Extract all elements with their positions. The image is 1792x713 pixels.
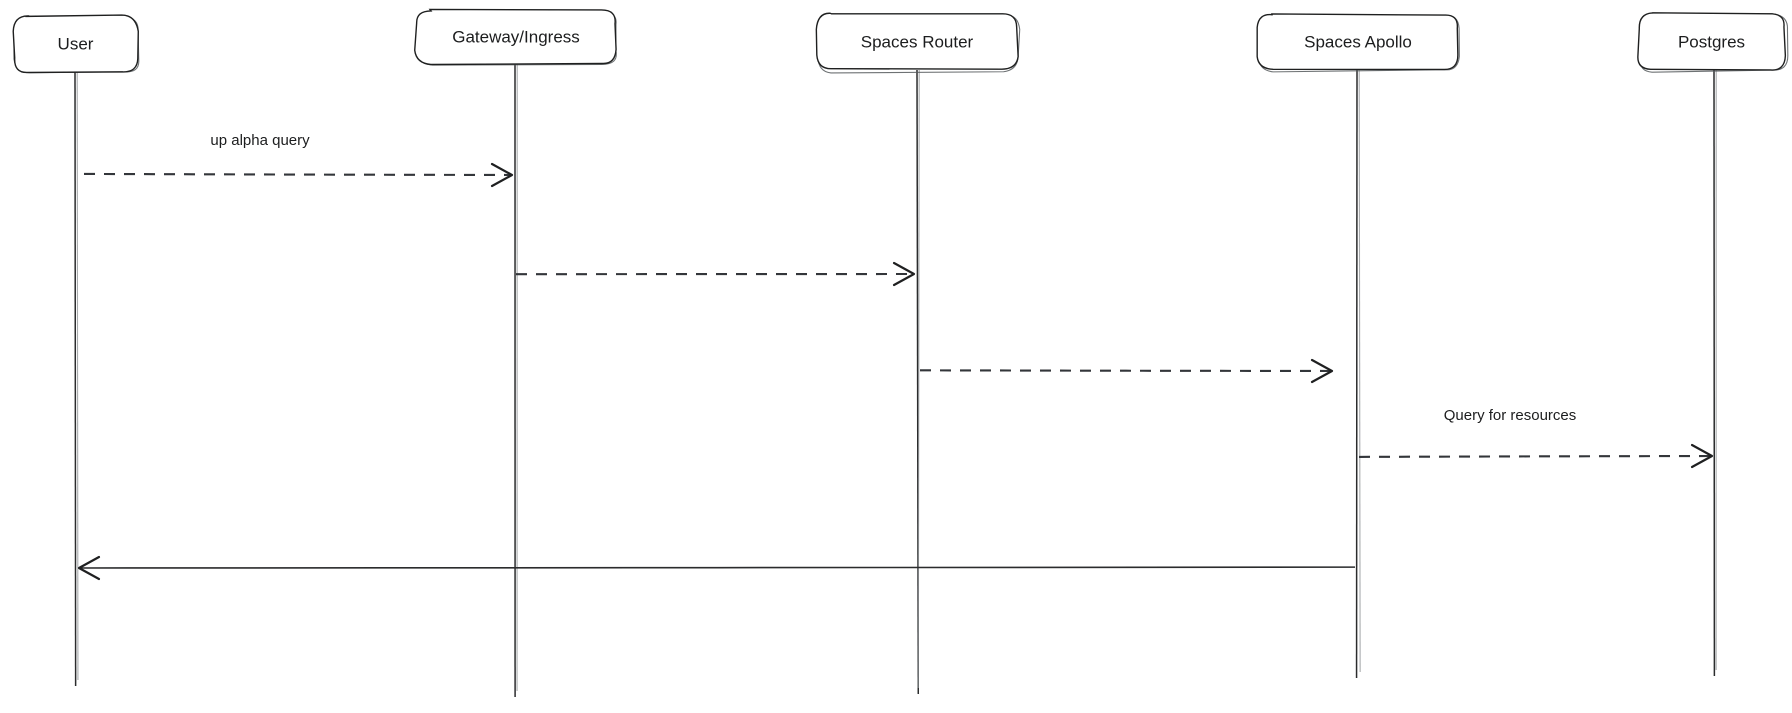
participant-label-apollo: Spaces Apollo <box>1304 32 1412 51</box>
participant-box-user[interactable]: User <box>12 14 140 74</box>
actors-layer: User Gateway/Ingress Spaces Router Spaces A… <box>12 8 1789 74</box>
lifeline-gateway <box>514 63 518 698</box>
arrowhead-icon <box>77 555 101 581</box>
participant-label-gateway: Gateway/Ingress <box>452 27 580 46</box>
lifeline-router <box>916 69 920 695</box>
message-msg-3[interactable] <box>919 358 1334 384</box>
participant-label-router: Spaces Router <box>861 32 974 51</box>
lifeline-user <box>74 71 79 687</box>
participant-box-postgres[interactable]: Postgres <box>1637 12 1789 73</box>
lifelines-layer <box>74 63 1717 698</box>
message-label-msg-4: Query for resources <box>1444 407 1577 424</box>
participant-label-postgres: Postgres <box>1678 32 1745 51</box>
participant-box-gateway[interactable]: Gateway/Ingress <box>414 8 617 66</box>
arrowhead-icon <box>1310 358 1334 384</box>
message-msg-2[interactable] <box>515 261 916 287</box>
message-msg-1[interactable]: up alpha query <box>83 132 514 188</box>
participant-box-router[interactable]: Spaces Router <box>815 12 1021 74</box>
participant-label-user: User <box>58 34 94 53</box>
message-msg-5[interactable] <box>77 555 1356 581</box>
message-label-msg-1: up alpha query <box>210 132 310 149</box>
participant-box-apollo[interactable]: Spaces Apollo <box>1256 13 1460 73</box>
lifeline-postgres <box>1713 69 1717 677</box>
arrowhead-icon <box>892 261 916 287</box>
arrowhead-icon <box>490 162 514 188</box>
arrowhead-icon <box>1690 443 1714 469</box>
message-msg-4[interactable]: Query for resources <box>1358 407 1714 469</box>
lifeline-apollo <box>1355 69 1361 679</box>
